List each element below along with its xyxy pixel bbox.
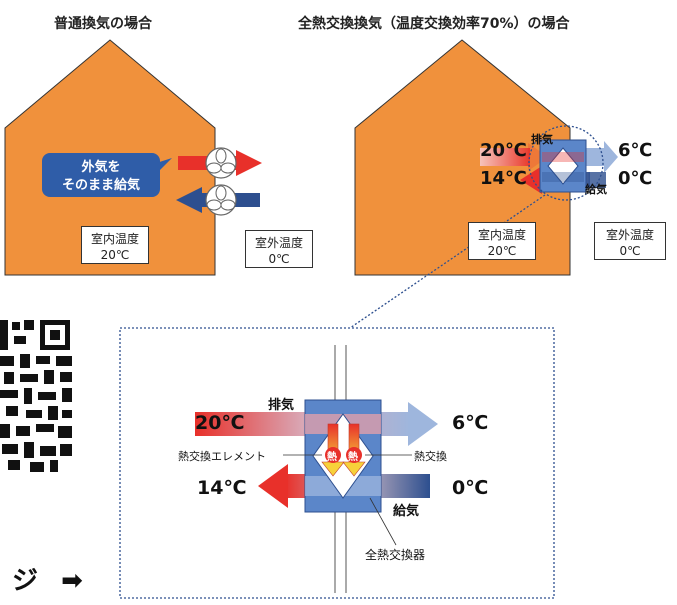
right-temp-out-exhaust: 6℃ (618, 140, 653, 161)
arrow-right-icon: ➡ (61, 566, 83, 596)
right-title: 全熱交換換気（温度交換効率70%）の場合 (298, 16, 570, 32)
heat-glyph-right: 熱 (348, 452, 358, 463)
qr-code (0, 318, 74, 475)
detail-element-label: 熱交換エレメント (178, 450, 266, 463)
heat-glyph-left: 熱 (327, 452, 337, 463)
right-indoor-temp-box: 室内温度 20℃ (468, 222, 536, 260)
detail-temp-in-supply: 14℃ (197, 477, 247, 499)
heat-exchanger-detail (304, 399, 382, 513)
next-page-text: ジ (12, 566, 39, 596)
right-temp-out-supply: 0℃ (618, 168, 653, 189)
left-indoor-label: 室内温度 (90, 232, 139, 246)
next-page-link[interactable]: ジ ➡ (12, 560, 83, 597)
exchanger-small (480, 139, 618, 194)
detail-heat-exchange-label: 熱交換 (414, 450, 447, 463)
right-supply-label: 給気 (585, 183, 607, 196)
detail-exchanger-label: 全熱交換器 (365, 548, 426, 562)
detail-temp-out-exhaust: 6℃ (452, 412, 489, 434)
zoom-circle (528, 125, 604, 201)
left-outdoor-value: 0℃ (268, 252, 290, 266)
detail-temp-in-exhaust: 20℃ (195, 412, 245, 434)
callout-line-1: 外気を (81, 160, 121, 175)
detail-supply-label: 給気 (393, 504, 420, 519)
left-outdoor-label: 室外温度 (254, 236, 303, 250)
fan-icon-top (205, 147, 237, 179)
left-indoor-value: 20℃ (100, 248, 130, 262)
right-indoor-value: 20℃ (487, 244, 517, 258)
left-outdoor-temp-box: 室外温度 0℃ (245, 230, 313, 268)
zoom-leader (349, 194, 546, 329)
left-indoor-temp-box: 室内温度 20℃ (81, 226, 149, 264)
right-outdoor-temp-box: 室外温度 0℃ (594, 222, 666, 260)
right-exhaust-label: 排気 (531, 133, 553, 146)
right-outdoor-label: 室外温度 (605, 228, 654, 242)
callout-line-2: そのまま給気 (61, 178, 140, 193)
left-title: 普通換気の場合 (54, 16, 152, 32)
detail-temp-out-supply: 0℃ (452, 477, 489, 499)
right-house (354, 39, 571, 276)
right-outdoor-value: 0℃ (619, 244, 641, 258)
right-indoor-label: 室内温度 (477, 228, 526, 242)
fan-icon-bottom (205, 184, 237, 216)
outside-air-callout: 外気を そのまま給気 (42, 153, 160, 197)
right-temp-in-supply: 14℃ (480, 168, 527, 189)
detail-exhaust-label: 排気 (268, 398, 295, 413)
right-temp-in-exhaust: 20℃ (480, 140, 527, 161)
